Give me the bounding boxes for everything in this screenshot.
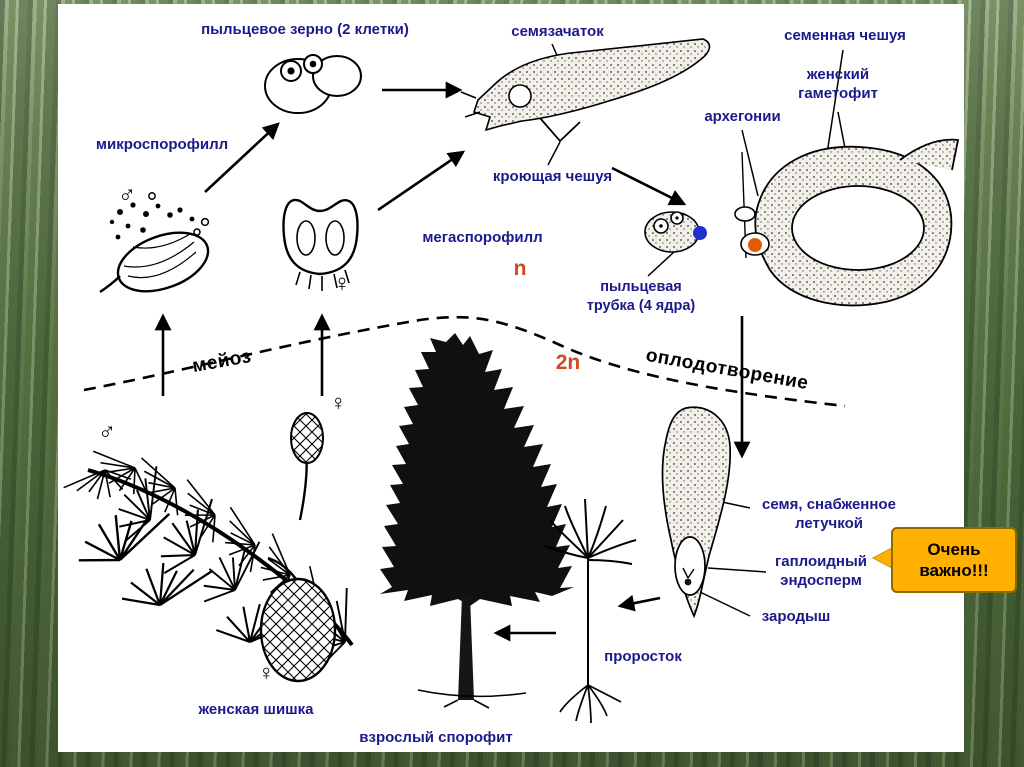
pollen-grain-drawing	[264, 54, 362, 114]
label-winged-seed: семя, снабженное летучкой	[762, 496, 896, 533]
ovule-drawing	[460, 38, 711, 143]
seedling-drawing	[544, 498, 637, 724]
label-pollen-tube: пыльцевая трубка (4 ядра)	[586, 279, 696, 314]
female-symbol-young-cone: ♀	[330, 390, 347, 415]
female-gametophyte-drawing	[741, 138, 960, 307]
flow-arrows	[154, 81, 751, 642]
ploidy-diploid-2n: 2n	[555, 351, 581, 374]
mature-female-cone-drawing	[259, 577, 337, 683]
label-embryo: зародыш	[761, 608, 831, 625]
label-seedling: проросток	[604, 648, 682, 665]
male-cone-drawing	[99, 192, 210, 293]
label-ovule: семязачаток	[511, 23, 604, 40]
seed-drawing	[661, 406, 732, 619]
label-microsporophyll: микроспорофилл	[95, 136, 229, 153]
label-female-cone: женская шишка	[198, 701, 314, 718]
pine-tree-drawing	[380, 333, 574, 709]
label-megasporophyll: мегаспорофилл	[422, 229, 543, 246]
pollen-tube-drawing	[644, 206, 770, 256]
important-callout: Очень важно!!!	[891, 527, 1017, 593]
female-symbol-mature-cone: ♀	[258, 660, 275, 685]
slide-white-panel	[58, 4, 964, 752]
label-adult-sporophyte: взрослый спорофит	[359, 729, 513, 746]
ploidy-haploid-n: n	[513, 257, 527, 280]
label-covering-scale: кроющая чешуя	[492, 168, 613, 185]
branch-and-cones-drawing	[62, 412, 376, 683]
label-female-gametophyte: женский гаметофит	[798, 66, 878, 103]
male-symbol-branch: ♂	[98, 418, 116, 445]
young-female-cone-drawing	[290, 412, 324, 464]
megasporophyll-drawing	[282, 198, 359, 291]
female-symbol-megasporophyll: ♀	[333, 270, 351, 297]
meiosis-fertilization-divider	[83, 315, 846, 408]
label-seed-scale: семенная чешуя	[784, 27, 906, 44]
callout-arrow-icon	[873, 548, 892, 568]
label-archegonia: архегонии	[704, 108, 781, 125]
label-pollen-grain: пыльцевое зерно (2 клетки)	[201, 21, 409, 38]
label-haploid-endosperm: гаплоидный эндосперм	[775, 553, 867, 590]
male-symbol-cone: ♂	[118, 181, 136, 208]
